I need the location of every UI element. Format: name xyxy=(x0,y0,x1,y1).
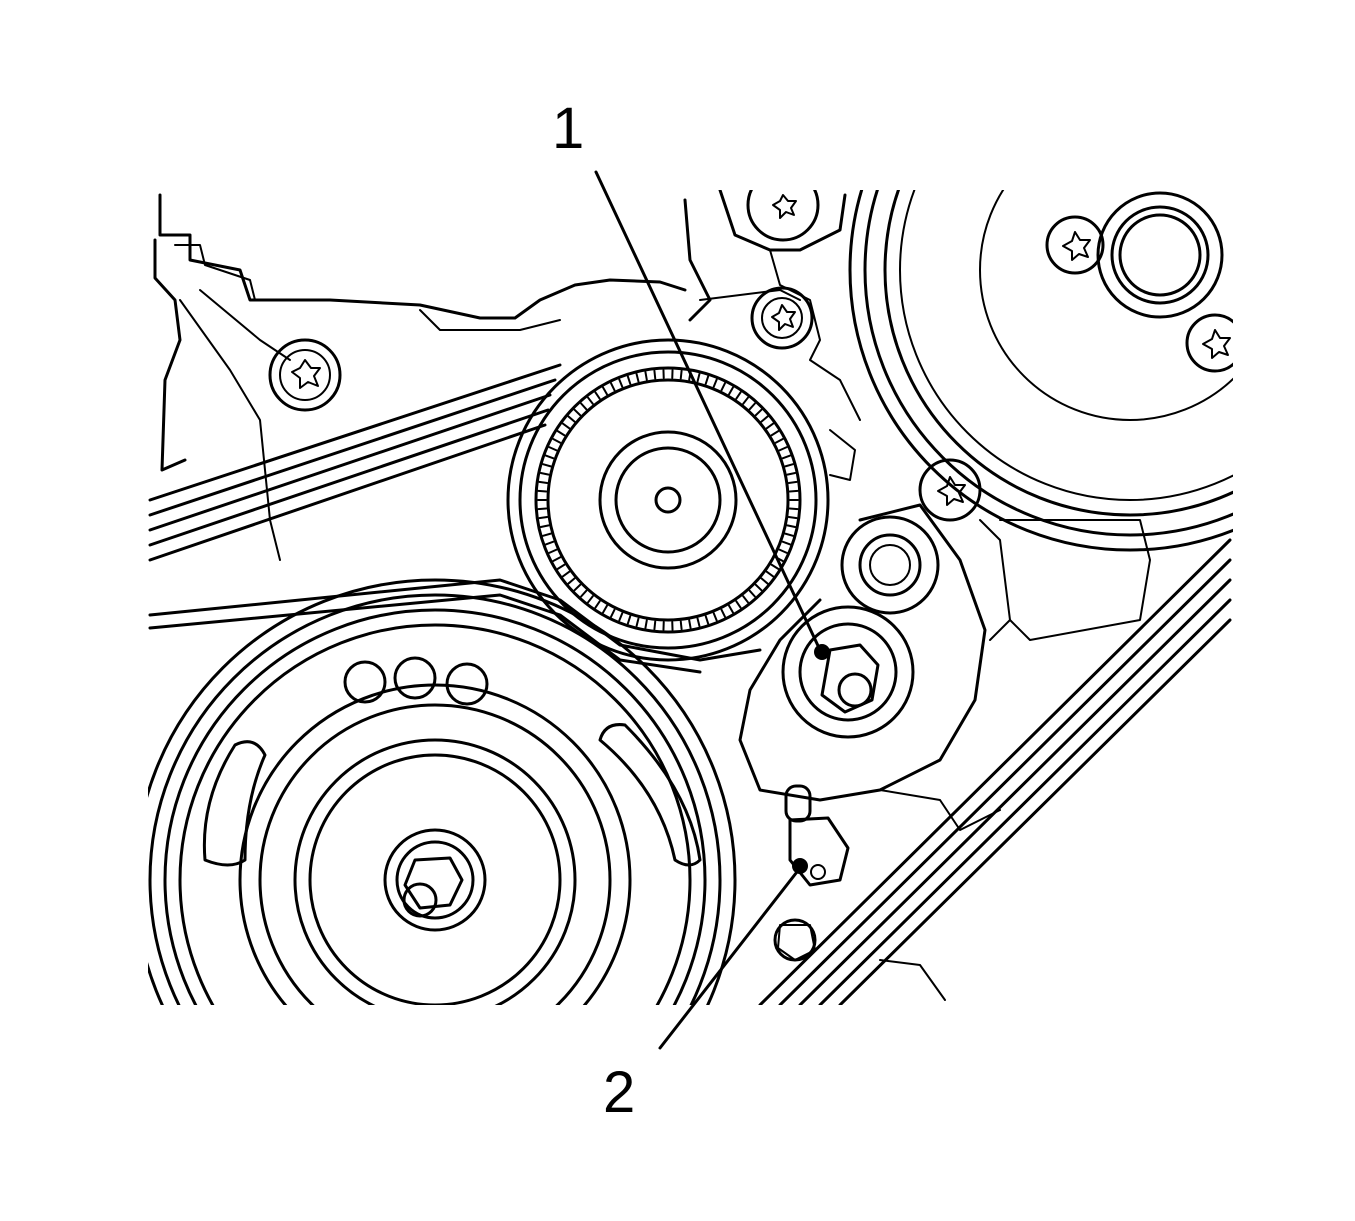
bearing-ridge xyxy=(537,489,548,493)
bearing-ridge xyxy=(770,563,780,570)
bearing-ridge xyxy=(679,620,683,631)
bearing-ridge xyxy=(626,375,632,385)
bearing-ridge xyxy=(626,615,632,625)
bearing-ridge xyxy=(653,620,657,631)
bearing-ridge xyxy=(538,480,549,485)
bearing-ridge xyxy=(567,577,576,585)
belt-tensioner xyxy=(738,503,1151,831)
bearing-ridge xyxy=(594,391,601,400)
bearing-ridge xyxy=(770,430,780,437)
bearing-ridge xyxy=(765,422,775,430)
bearing-ridge xyxy=(787,480,798,485)
bearing-ridge xyxy=(728,604,734,614)
callout-number-2: 2 xyxy=(603,1060,635,1125)
bearing-ridge xyxy=(688,619,692,630)
bearing-ridge xyxy=(635,372,640,383)
bearing-ridge xyxy=(544,454,555,460)
callout-leader-2 xyxy=(658,858,808,1050)
bearing-ridge xyxy=(760,415,769,423)
bearing-ridge xyxy=(538,515,549,520)
bearing-ridge xyxy=(610,608,616,618)
bearing-ridge xyxy=(542,463,552,468)
bearing-ridge xyxy=(556,563,566,570)
bearing-ridge xyxy=(548,446,558,452)
bearing-ridge xyxy=(742,595,750,604)
bearing-ridge xyxy=(653,369,657,380)
bearing-ridge xyxy=(778,548,788,554)
drive-belt xyxy=(148,363,1232,1005)
bearing-ridge xyxy=(548,548,558,554)
bearing-ridge xyxy=(754,408,763,417)
bearing-ridge xyxy=(594,600,601,609)
bearing-ridge xyxy=(552,437,562,444)
bolt-upper-center xyxy=(750,286,814,350)
bearing-ridge xyxy=(537,507,548,511)
pulley-upper-right xyxy=(848,190,1233,552)
bearing-ridge xyxy=(778,446,788,452)
bearing-ridge xyxy=(781,454,792,460)
bearing-ridge xyxy=(635,617,640,628)
bearing-ridge xyxy=(781,540,792,546)
bearing-ridge xyxy=(760,577,769,585)
bearing-ridge xyxy=(786,524,797,529)
bearing-ridge xyxy=(720,382,726,392)
bearing-ridge xyxy=(539,471,550,476)
bearing-ridge xyxy=(561,422,571,430)
bolt-right xyxy=(829,429,982,522)
bearing-ridge xyxy=(748,589,756,598)
bearing-ridge xyxy=(788,507,799,511)
bearing-ridge xyxy=(786,471,797,476)
callout-leader-1 xyxy=(594,170,830,660)
bearing-ridge xyxy=(754,583,763,592)
bearing-ridge xyxy=(610,382,616,392)
bearing-ridge xyxy=(696,617,701,628)
bearing-ridge xyxy=(704,375,710,385)
line-art xyxy=(148,190,1233,1005)
bearing-ridge xyxy=(696,372,701,383)
bearing-ridge xyxy=(720,608,726,618)
bearing-ridge xyxy=(728,386,734,396)
bearing-ridge xyxy=(774,437,784,444)
bearing-ridge xyxy=(748,402,756,411)
bearing-ridge xyxy=(602,604,608,614)
bolt-upper-left xyxy=(268,338,342,412)
bearing-ridge xyxy=(586,595,594,604)
bearing-ridge xyxy=(788,489,799,493)
bearing-ridge xyxy=(618,378,624,388)
bearing-ridge xyxy=(765,570,775,578)
bearing-ridge xyxy=(712,378,718,388)
bearing-ridge xyxy=(556,430,566,437)
bearing-ridge xyxy=(784,463,794,468)
bearing-ridge xyxy=(602,386,608,396)
bearing-ridge xyxy=(679,369,683,380)
sensor-bracket xyxy=(773,784,946,1001)
bearing-ridge xyxy=(735,391,742,400)
bearing-ridge xyxy=(586,396,594,405)
bearing-ridge xyxy=(787,515,798,520)
bearing-ridge xyxy=(580,402,588,411)
bearing-ridge xyxy=(573,408,582,417)
bearing-ridge xyxy=(742,396,750,405)
callout-number-1: 1 xyxy=(552,96,584,161)
bearing-ridge xyxy=(644,370,648,381)
bearing-ridge xyxy=(573,583,582,592)
bearing-ridge xyxy=(580,589,588,598)
bolt-top xyxy=(746,190,820,242)
bearing-ridge xyxy=(784,532,794,537)
bearing-ridge xyxy=(735,600,742,609)
idler-pulley xyxy=(506,338,830,662)
front-cover-bracket xyxy=(153,190,861,561)
bearing-ridge xyxy=(552,556,562,563)
bearing-ridge xyxy=(644,619,648,630)
bearing-ridge xyxy=(561,570,571,578)
bearing-ridge xyxy=(618,612,624,622)
bearing-ridge xyxy=(539,524,550,529)
bearing-ridge xyxy=(542,532,552,537)
bearing-ridge xyxy=(704,615,710,625)
bearing-ridge xyxy=(544,540,555,546)
bearing-ridge xyxy=(712,612,718,622)
crankshaft-pulley xyxy=(148,578,737,1005)
bearing-ridge xyxy=(567,415,576,423)
